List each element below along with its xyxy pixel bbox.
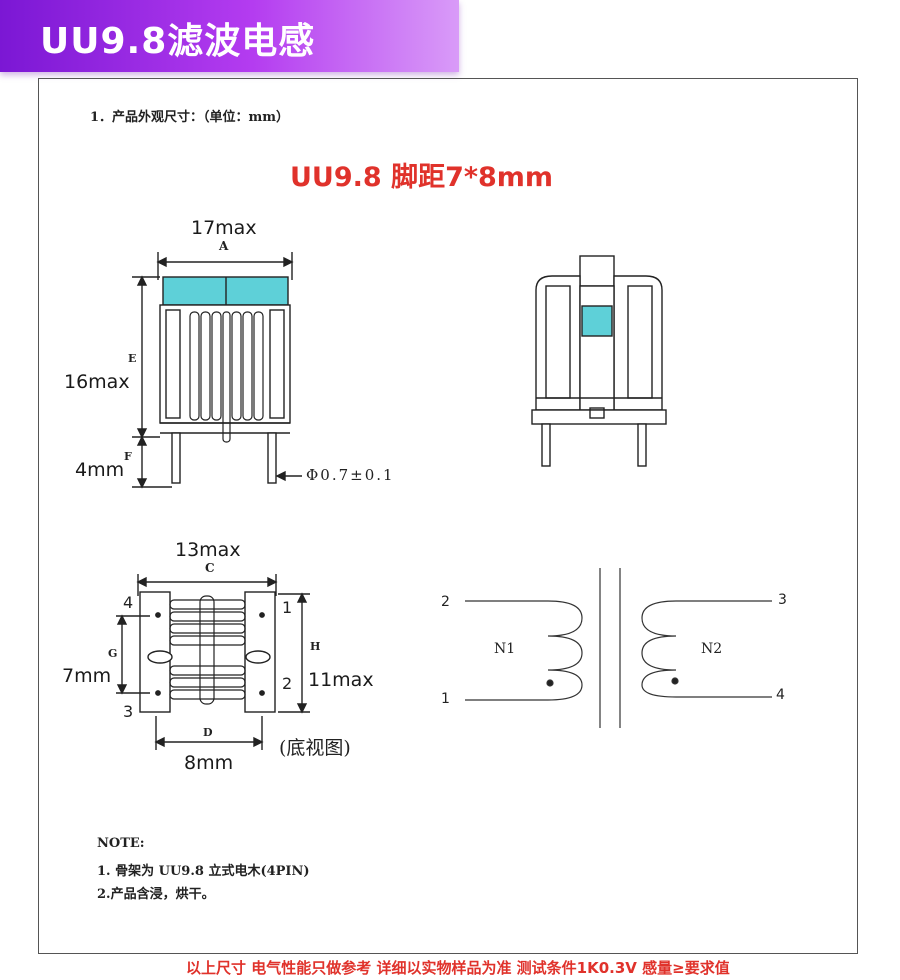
bottom-span-label: 8mm bbox=[184, 752, 234, 774]
coil-n2-label: N2 bbox=[701, 641, 723, 657]
bottom-pin-4: 4 bbox=[123, 593, 134, 612]
bottom-height-label: 11max bbox=[308, 669, 374, 691]
front-height-letter: E bbox=[128, 352, 137, 365]
spec-frame bbox=[38, 78, 858, 954]
bottom-pitch-letter: G bbox=[108, 647, 118, 660]
front-width-label: 17max bbox=[191, 217, 257, 239]
front-pin-letter: F bbox=[124, 450, 132, 463]
bottom-pin-3: 3 bbox=[123, 702, 134, 721]
front-pin-label: 4mm bbox=[75, 459, 125, 481]
front-height-label: 16max bbox=[64, 371, 130, 393]
note-heading: NOTE: bbox=[97, 836, 145, 851]
bottom-view bbox=[116, 574, 310, 750]
bottom-pin-1: 1 bbox=[282, 598, 293, 617]
banner-title: UU9.8滤波电感 bbox=[40, 21, 316, 62]
spec-title: UU9.8 脚距7*8mm bbox=[290, 162, 554, 193]
note-line-2: 2.产品含浸，烘干。 bbox=[97, 887, 215, 902]
pin-diameter-label: Φ0.7±0.1 bbox=[306, 466, 395, 484]
front-view bbox=[132, 252, 302, 489]
schematic-pin-2: 2 bbox=[441, 594, 450, 610]
side-view bbox=[531, 255, 667, 467]
coil-n1-label: N1 bbox=[494, 641, 516, 657]
note-line-1: 1. 骨架为 UU9.8 立式电木(4PIN) bbox=[97, 864, 310, 879]
bottom-span-letter: D bbox=[203, 726, 213, 739]
bottom-view-caption: (底视图) bbox=[279, 737, 351, 759]
front-width-letter: A bbox=[219, 239, 229, 253]
schematic bbox=[465, 568, 772, 728]
title-banner: UU9.8滤波电感 bbox=[0, 0, 459, 72]
bottom-width-label: 13max bbox=[175, 539, 241, 561]
bottom-height-letter: H bbox=[310, 640, 321, 653]
core-side bbox=[581, 305, 613, 337]
schematic-pin-3: 3 bbox=[778, 592, 787, 608]
schematic-pin-4: 4 bbox=[776, 687, 785, 703]
bottom-pin-2: 2 bbox=[282, 674, 293, 693]
bottom-pitch-label: 7mm bbox=[62, 665, 112, 687]
footer-disclaimer: 以上尺寸 电气性能只做参考 详细以实物样品为准 测试条件1K0.3V 感量≥要求… bbox=[186, 959, 730, 977]
spec-header: 1．产品外观尺寸：（单位：mm） bbox=[90, 110, 290, 125]
bottom-width-letter: C bbox=[205, 561, 215, 575]
schematic-pin-1: 1 bbox=[441, 691, 450, 707]
